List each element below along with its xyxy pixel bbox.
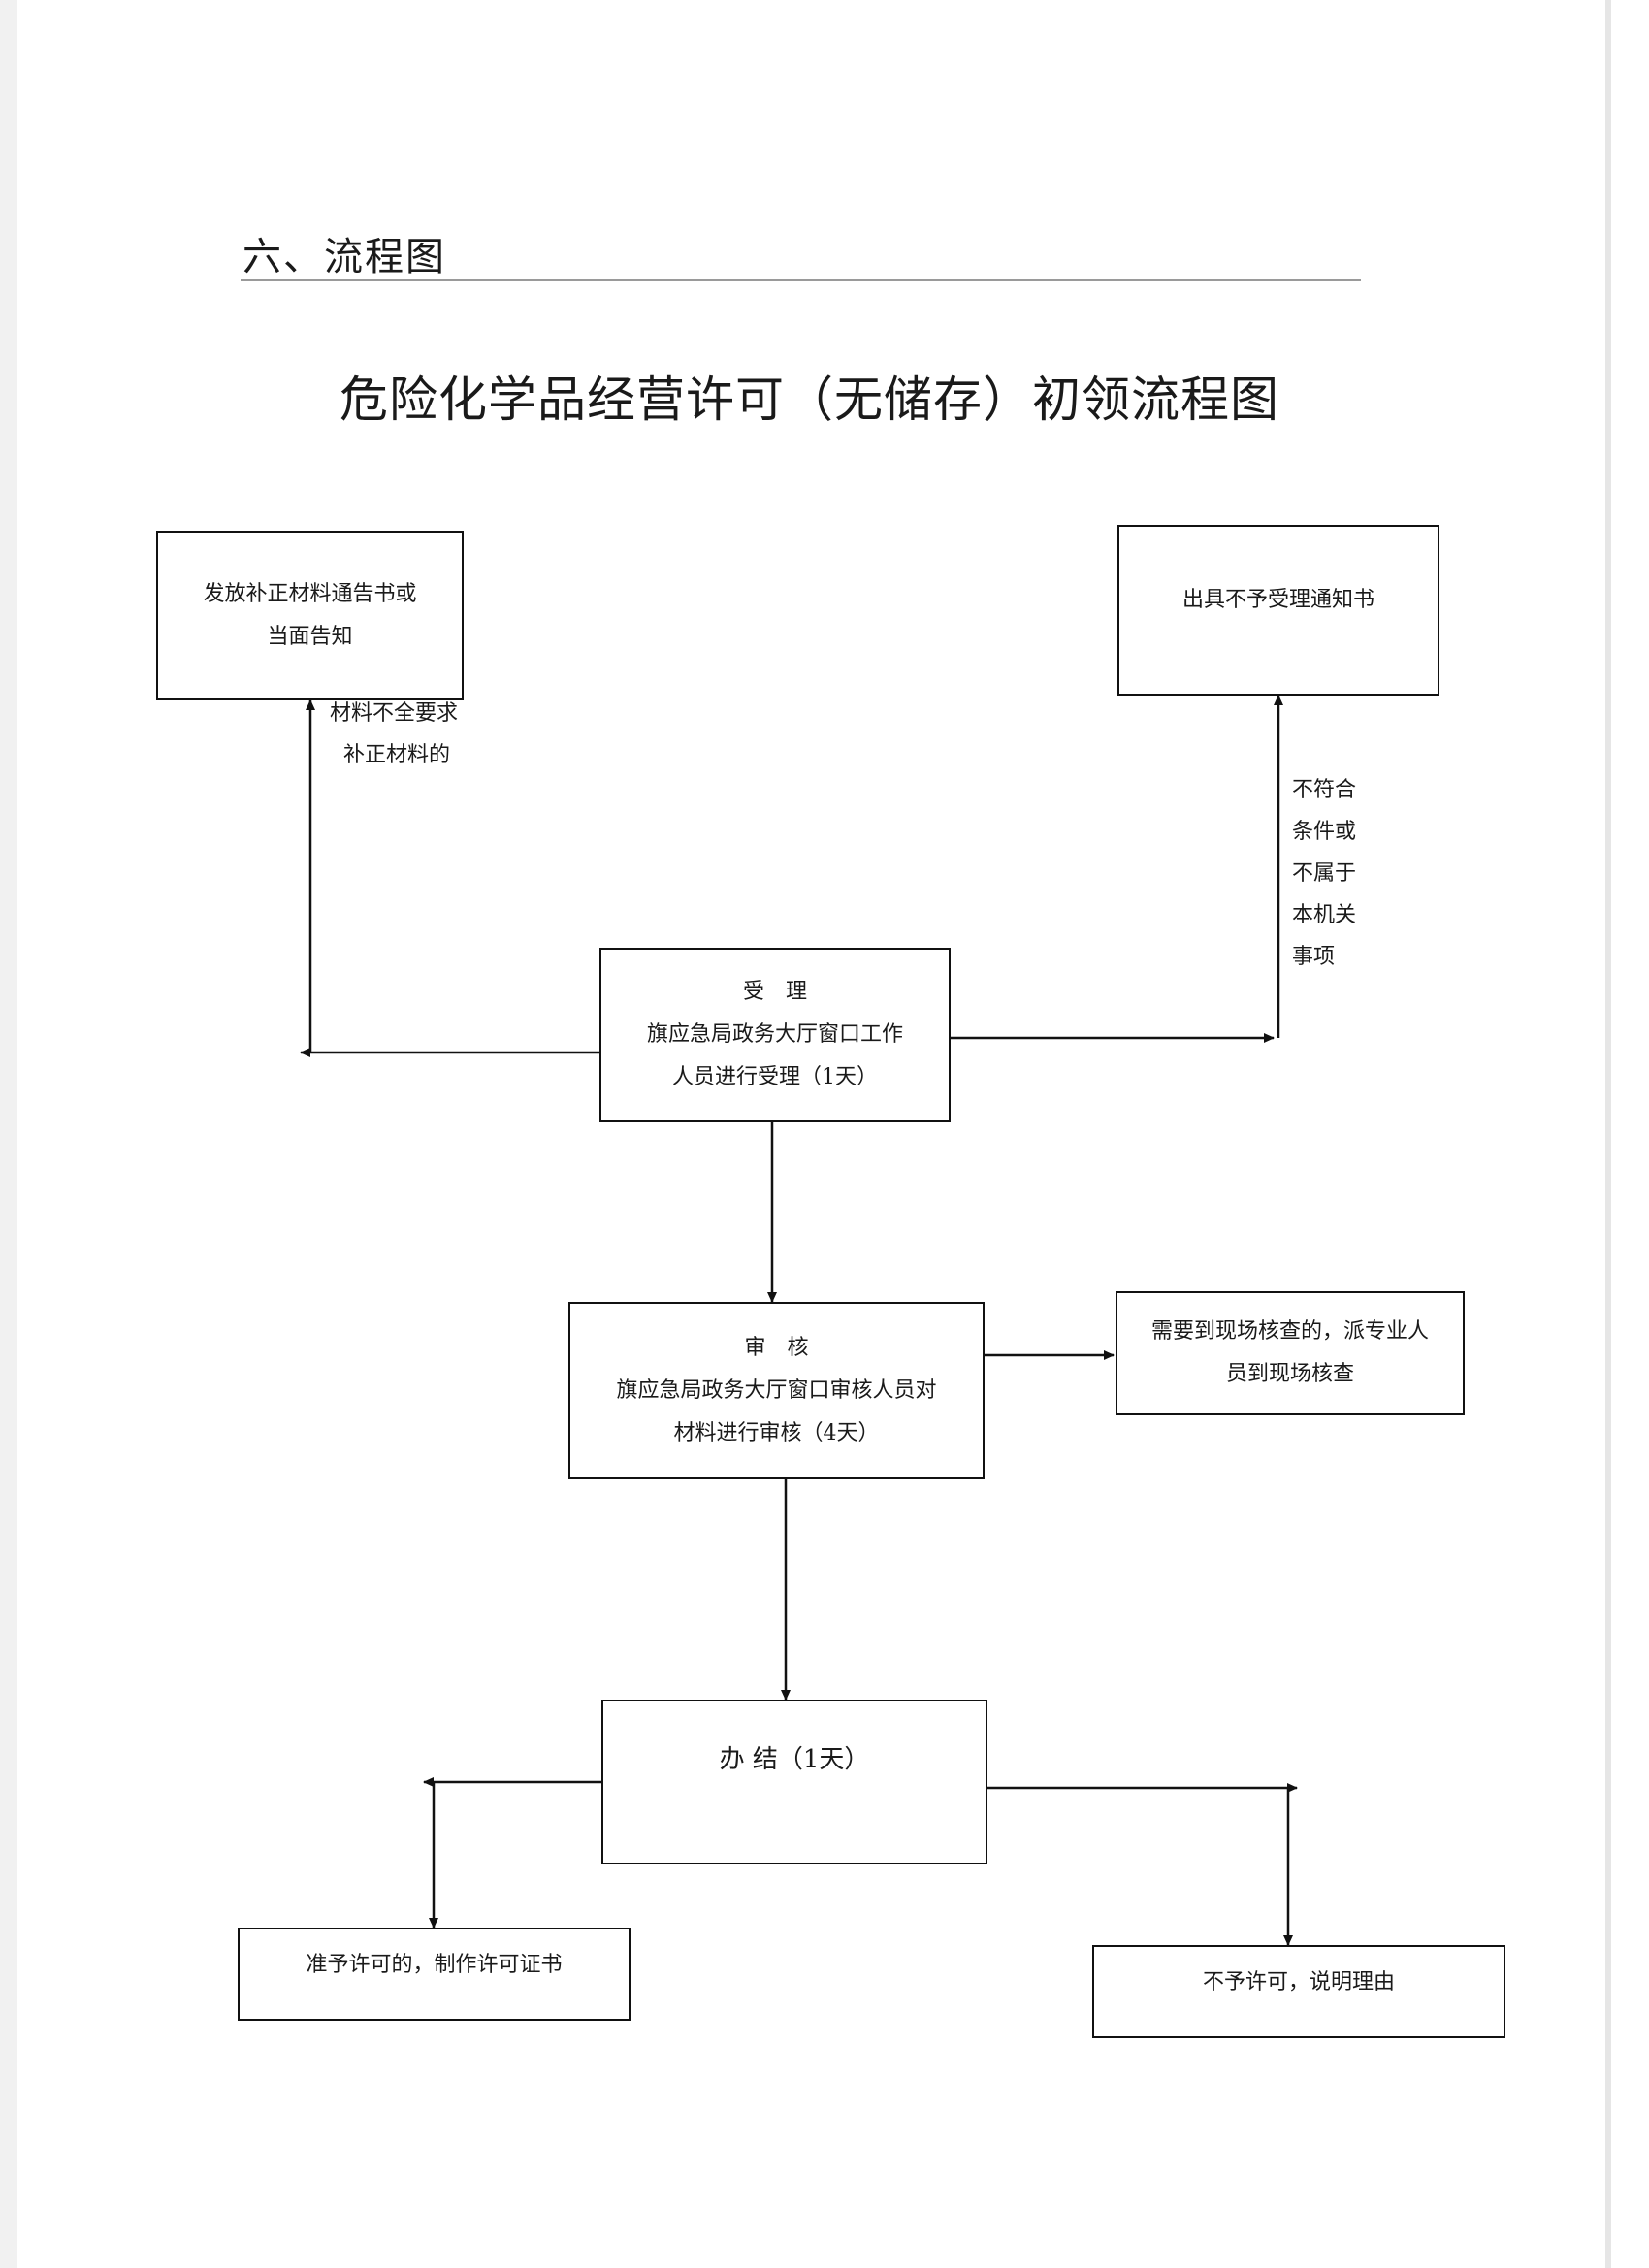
node-accept-line-3: 人员进行受理（1天） [672, 1065, 878, 1089]
node-deny-line-1: 不予许可，说明理由 [1202, 1970, 1395, 1994]
node-notify-supplement: 发放补正材料通告书或 当面告知 [156, 531, 464, 700]
node-conclude: 办 结（1天） [601, 1700, 987, 1864]
node-grant-permit: 准予许可的，制作许可证书 [238, 1928, 630, 2021]
node-grant-line-1: 准予许可的，制作许可证书 [306, 1953, 563, 1977]
edge-label-not-qualified: 不符合 条件或 不属于 本机关 事项 [1292, 769, 1356, 978]
edge-label-incomplete-line-1: 材料不全要求 [330, 701, 459, 726]
node-accept-line-1: 受 理 [742, 980, 807, 1004]
edge-label-nq-line-4: 本机关 [1292, 903, 1357, 927]
node-conclude-line-1: 办 结（1天） [719, 1745, 870, 1774]
edge-label-nq-line-5: 事项 [1292, 945, 1336, 969]
node-inspect-line-1: 需要到现场核查的，派专业人 [1150, 1319, 1429, 1344]
edge-label-incomplete: 材料不全要求 补正材料的 [330, 693, 458, 776]
scan-edge-left [0, 0, 17, 2268]
edge-label-nq-line-3: 不属于 [1292, 861, 1357, 886]
node-review: 审 核 旗应急局政务大厅窗口审核人员对 材料进行审核（4天） [568, 1302, 985, 1479]
node-reject-acceptance: 出具不予受理通知书 [1117, 525, 1439, 696]
node-reject-line-1: 出具不予受理通知书 [1181, 588, 1374, 612]
node-review-line-1: 审 核 [744, 1335, 809, 1360]
node-review-line-3: 材料进行审核（4天） [673, 1420, 880, 1445]
diagram-title: 危险化学品经营许可（无储存）初领流程图 [340, 372, 1279, 428]
scan-edge-right [1605, 0, 1611, 2268]
node-notify-line-1: 发放补正材料通告书或 [203, 581, 417, 606]
node-site-inspection: 需要到现场核查的，派专业人 员到现场核查 [1116, 1291, 1465, 1415]
node-review-line-2: 旗应急局政务大厅窗口审核人员对 [616, 1377, 937, 1403]
node-accept-line-2: 旗应急局政务大厅窗口工作 [646, 1022, 903, 1047]
node-inspect-line-2: 员到现场核查 [1225, 1362, 1354, 1386]
edge-label-nq-line-1: 不符合 [1292, 778, 1357, 802]
node-accept: 受 理 旗应急局政务大厅窗口工作 人员进行受理（1天） [599, 948, 951, 1122]
section-heading: 六、流程图 [242, 235, 446, 279]
heading-rule [241, 279, 1361, 281]
node-deny-permit: 不予许可，说明理由 [1092, 1945, 1505, 2038]
edge-label-nq-line-2: 条件或 [1292, 820, 1357, 844]
edge-label-incomplete-line-2: 补正材料的 [343, 743, 451, 767]
node-notify-line-2: 当面告知 [267, 624, 353, 649]
